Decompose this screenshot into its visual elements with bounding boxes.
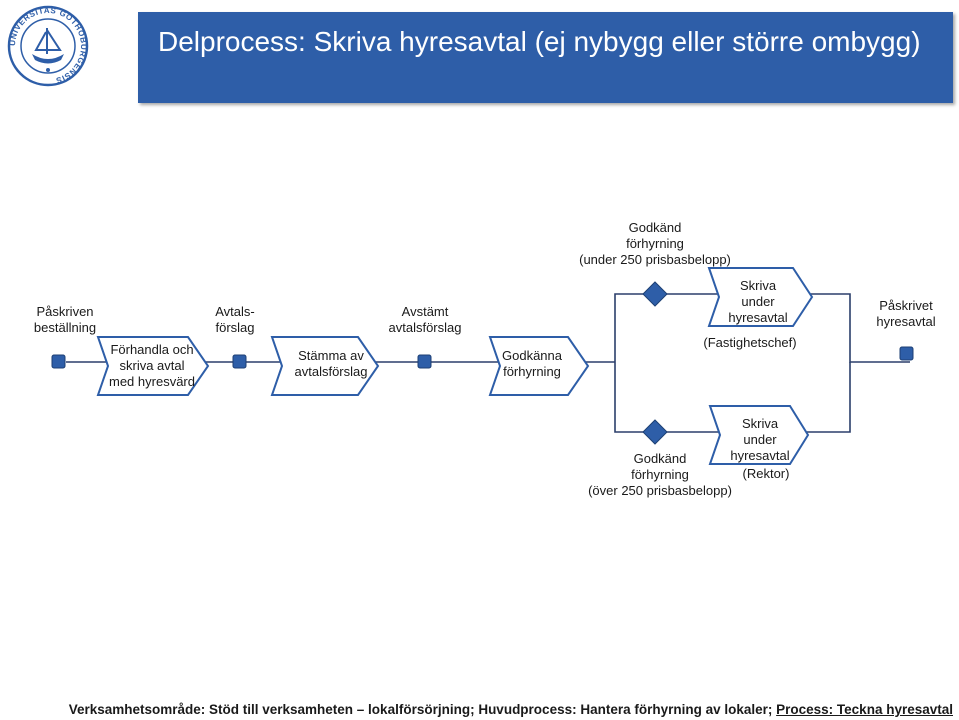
title-bar: Delprocess: Skriva hyresavtal (ej nybygg…	[138, 12, 953, 103]
activity-approve-label: Godkänna förhyrning	[502, 348, 562, 379]
role-lower-label: (Rektor)	[742, 466, 790, 481]
activity-sign-lower[interactable]	[708, 405, 810, 465]
activity-align[interactable]	[270, 336, 380, 396]
role-upper-label: (Fastighetschef)	[703, 335, 797, 350]
activity-sign-lower-label: Skriva under hyresavtal	[730, 416, 790, 463]
start-event[interactable]	[51, 354, 66, 369]
gateway-lower[interactable]	[642, 419, 668, 445]
gateway-upper[interactable]	[642, 281, 668, 307]
end-event[interactable]	[899, 346, 914, 361]
event-agreed-label: Avstämt avtalsförslag	[388, 304, 462, 335]
activity-approve[interactable]	[488, 336, 590, 396]
activity-negotiate[interactable]	[96, 336, 210, 396]
condition-lower-label: Godkänd förhyrning (över 250 prisbasbelo…	[588, 451, 732, 498]
event-agreed[interactable]	[417, 354, 432, 369]
activity-align-label: Stämma av avtalsförslag	[294, 348, 368, 379]
activity-sign-upper[interactable]	[707, 267, 814, 327]
footer-breadcrumb: Verksamhetsområde: Stöd till verksamhete…	[0, 702, 953, 717]
event-offer-label: Avtals- förslag	[215, 304, 255, 335]
event-end-label: Påskrivet hyresavtal	[876, 298, 936, 329]
footer-process-link[interactable]: Process: Teckna hyresavtal	[776, 702, 953, 717]
activity-negotiate-label: Förhandla och skriva avtal med hyresvärd	[109, 342, 195, 389]
event-offer[interactable]	[232, 354, 247, 369]
condition-upper-label: Godkänd förhyrning (under 250 prisbasbel…	[579, 220, 731, 267]
university-seal-icon: UNIVERSITAS GOTHOBURGENSIS	[7, 5, 89, 87]
footer-prefix: Verksamhetsområde: Stöd till verksamhete…	[68, 702, 777, 717]
page-title: Delprocess: Skriva hyresavtal (ej nybygg…	[158, 26, 921, 57]
activity-sign-upper-label: Skriva under hyresavtal	[728, 278, 788, 325]
start-event-label: Påskriven beställning	[33, 304, 97, 335]
